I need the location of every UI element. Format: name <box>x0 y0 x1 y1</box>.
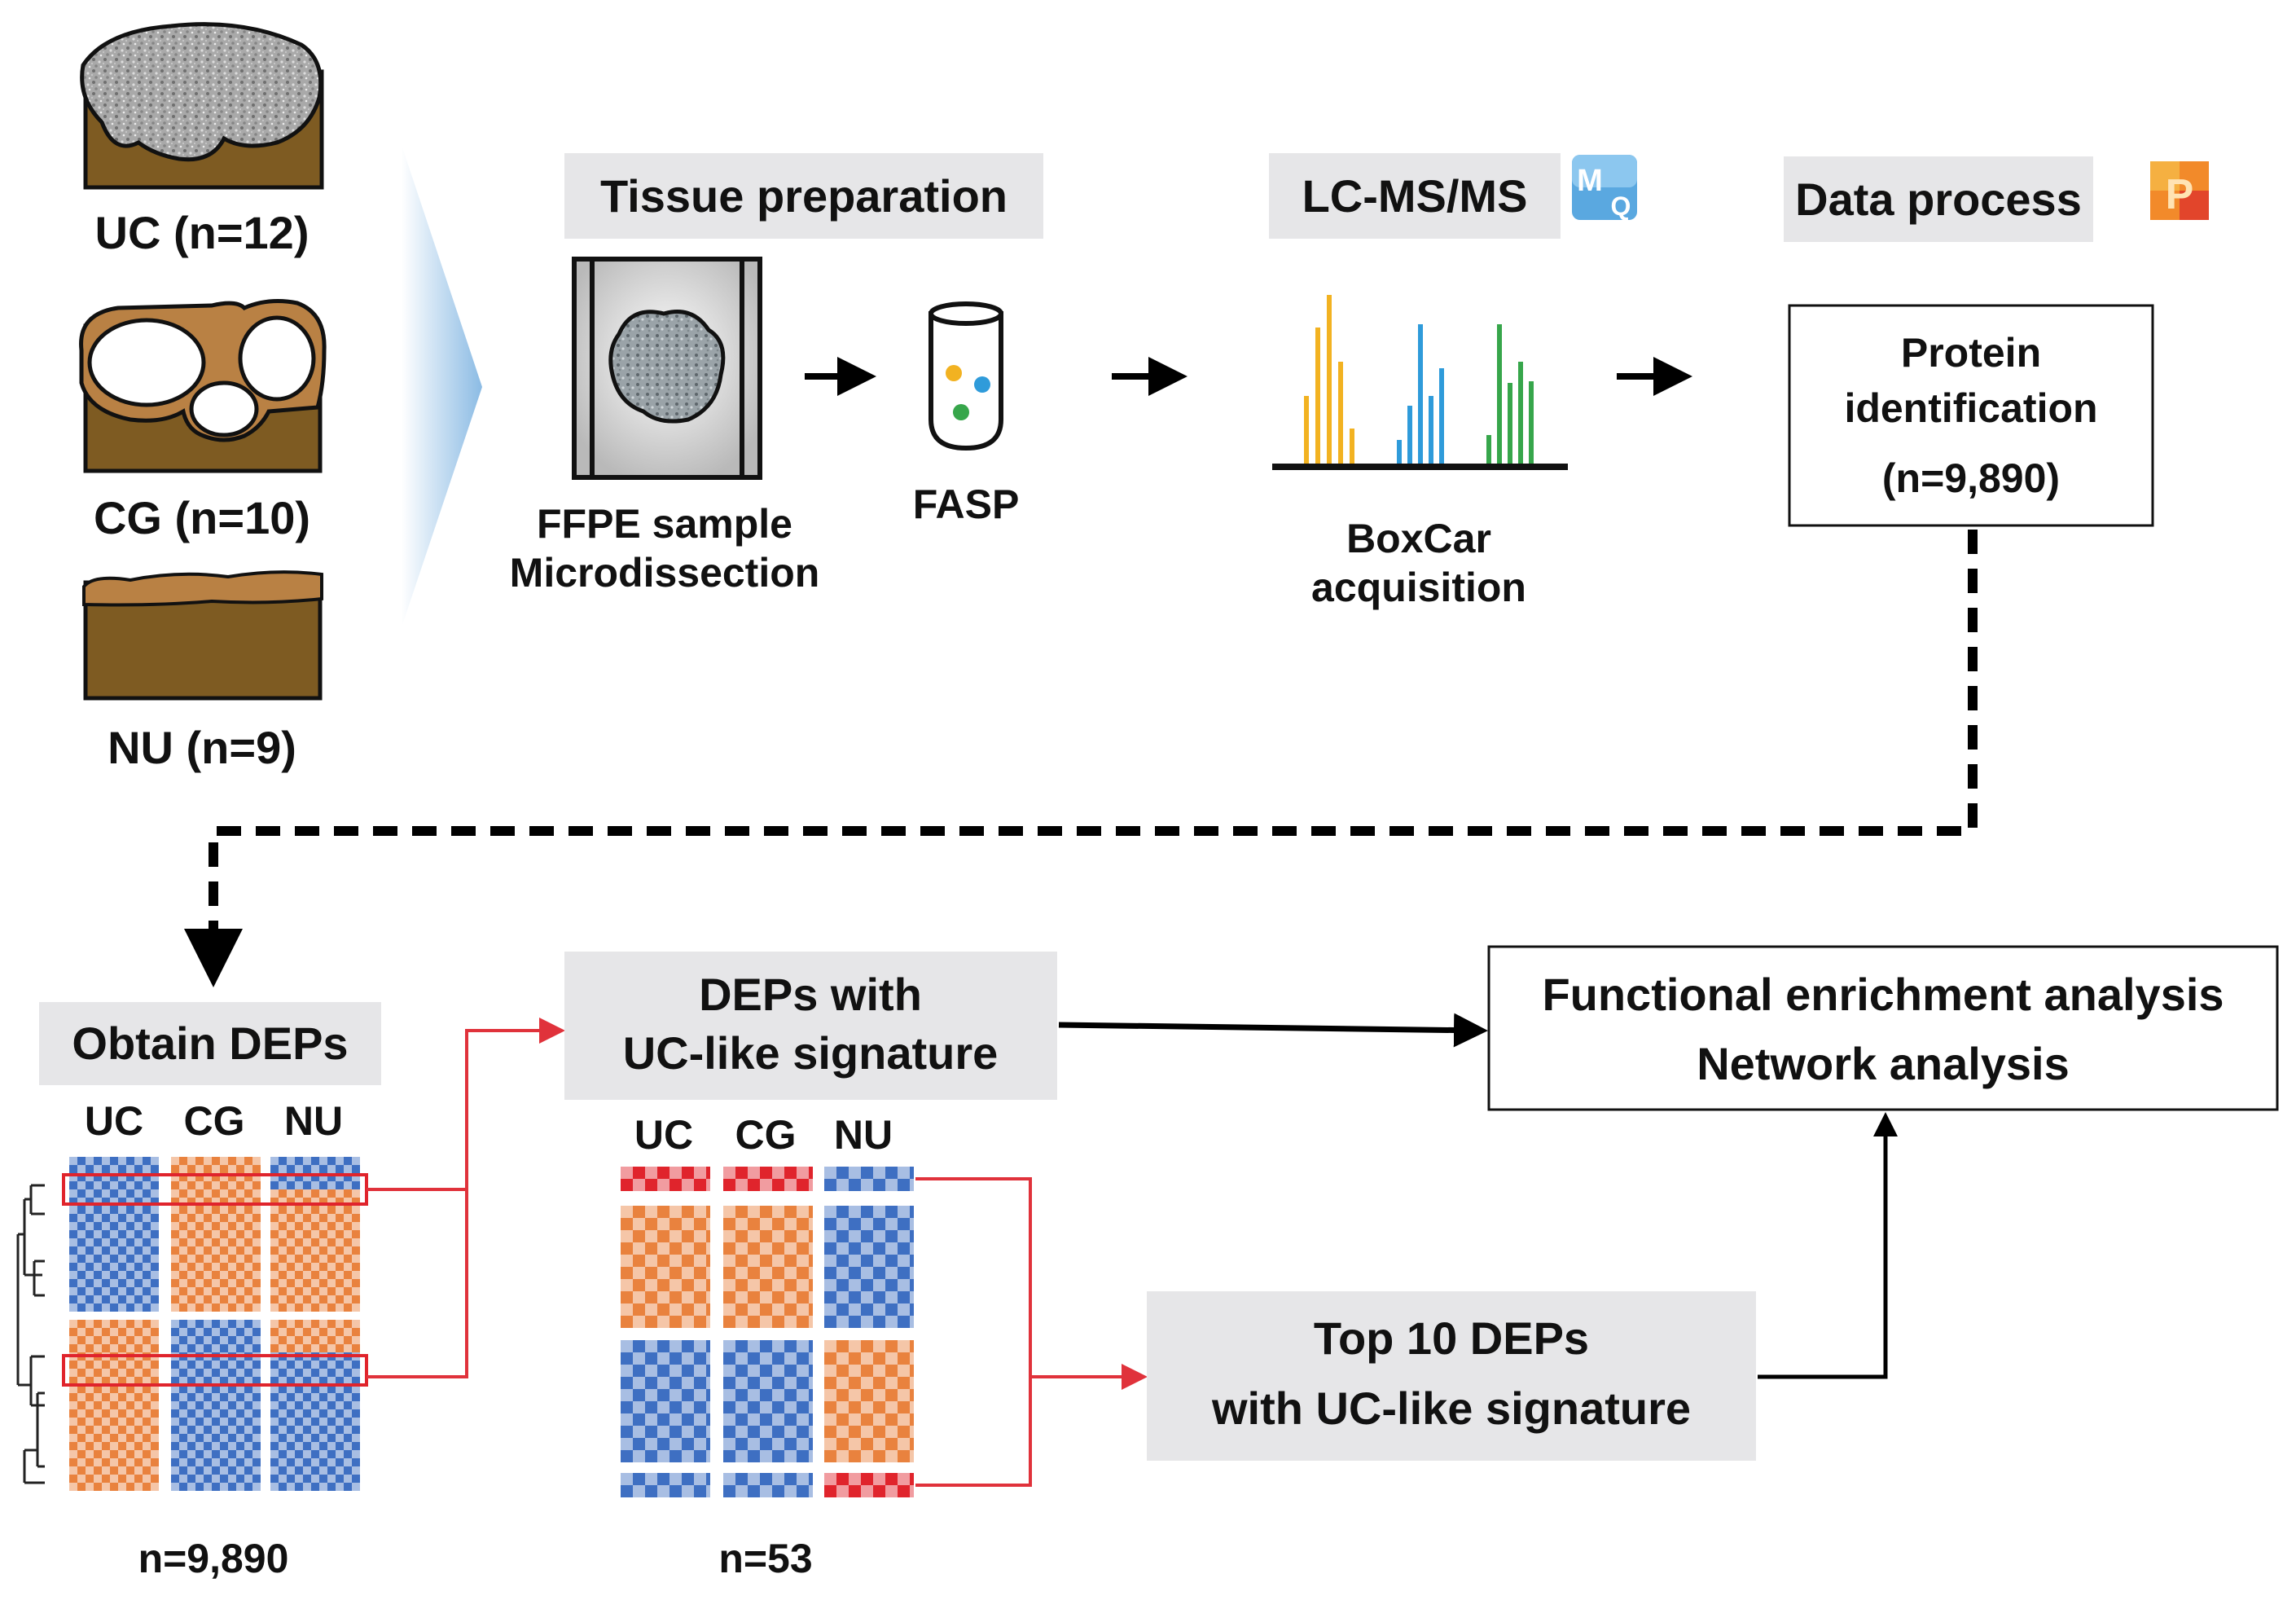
obtain-heatmap <box>62 1157 368 1491</box>
uclike-header <box>564 952 1057 1100</box>
uc-tissue-icon <box>80 22 324 190</box>
arrow-top10-to-functional <box>1758 1112 1898 1379</box>
lcms-header <box>1269 153 1561 239</box>
data-process-header <box>1784 156 2093 242</box>
uclike-heatmap <box>621 1167 914 1497</box>
protein-id-line3: (n=9,890) <box>1882 455 2060 501</box>
uclike-title-line2: UC-like signature <box>623 1027 999 1079</box>
fasp-tube-icon <box>928 301 1003 451</box>
maxquant-logo-letter-q: Q <box>1611 191 1631 221</box>
obtain-col-uc: UC <box>85 1098 143 1144</box>
protein-identification-box <box>1788 304 2154 527</box>
obtain-count: n=9,890 <box>138 1536 289 1581</box>
maxquant-logo-icon: M Q <box>1572 155 1637 221</box>
boxcar-label-line1: BoxCar <box>1346 516 1491 561</box>
arrow-uclike-to-functional <box>1058 1013 1488 1048</box>
sample-label-nu: NU (n=9) <box>108 722 296 773</box>
functional-analysis-box <box>1487 945 2279 1111</box>
fasp-label: FASP <box>913 481 1020 527</box>
uclike-count: n=53 <box>718 1536 812 1581</box>
flow-wedge-arrow <box>402 145 482 627</box>
obtain-col-nu: NU <box>284 1098 343 1144</box>
data-process-title: Data process <box>1795 174 2082 225</box>
red-connector-obtain-bottom <box>367 1189 468 1378</box>
ffpe-slide-icon <box>572 257 762 480</box>
top10-line2: with UC-like signature <box>1211 1383 1691 1434</box>
obtain-col-cg: CG <box>184 1098 245 1144</box>
lcms-title: LC-MS/MS <box>1302 170 1528 222</box>
tissue-prep-title: Tissue preparation <box>600 170 1008 222</box>
red-connector-obtain-to-uclike <box>367 1018 565 1191</box>
nu-tissue-icon <box>82 570 323 701</box>
top10-line1: Top 10 DEPs <box>1314 1312 1589 1364</box>
sample-label-uc: UC (n=12) <box>95 207 309 258</box>
ffpe-label-line1: FFPE sample <box>537 501 792 547</box>
obtain-dendrogram <box>16 1184 45 1484</box>
uclike-title-line1: DEPs with <box>699 969 922 1020</box>
uclike-col-nu: NU <box>834 1112 893 1158</box>
functional-line1: Functional enrichment analysis <box>1542 969 2224 1020</box>
red-connector-uclike-top <box>915 1177 1032 1487</box>
ms-spectrum-icon <box>1272 295 1568 470</box>
maxquant-logo-letter-m: M <box>1577 164 1603 198</box>
uclike-col-uc: UC <box>634 1112 693 1158</box>
cg-tissue-icon <box>79 299 327 473</box>
protein-id-line2: identification <box>1844 385 2097 431</box>
uclike-col-cg: CG <box>735 1112 797 1158</box>
perseus-logo-letter: P <box>2166 171 2194 218</box>
ffpe-label-line2: Microdissection <box>510 550 820 596</box>
boxcar-label-line2: acquisition <box>1311 565 1526 610</box>
perseus-logo-icon: P <box>2150 161 2209 220</box>
protein-id-line1: Protein <box>1901 330 2041 376</box>
top10-box <box>1147 1291 1756 1461</box>
obtain-deps-title: Obtain DEPs <box>72 1018 348 1069</box>
obtain-deps-header <box>39 1002 381 1085</box>
tissue-prep-header <box>564 153 1043 239</box>
functional-line2: Network analysis <box>1697 1038 2070 1089</box>
sample-label-cg: CG (n=10) <box>94 492 310 543</box>
dashed-connector <box>184 530 1978 987</box>
